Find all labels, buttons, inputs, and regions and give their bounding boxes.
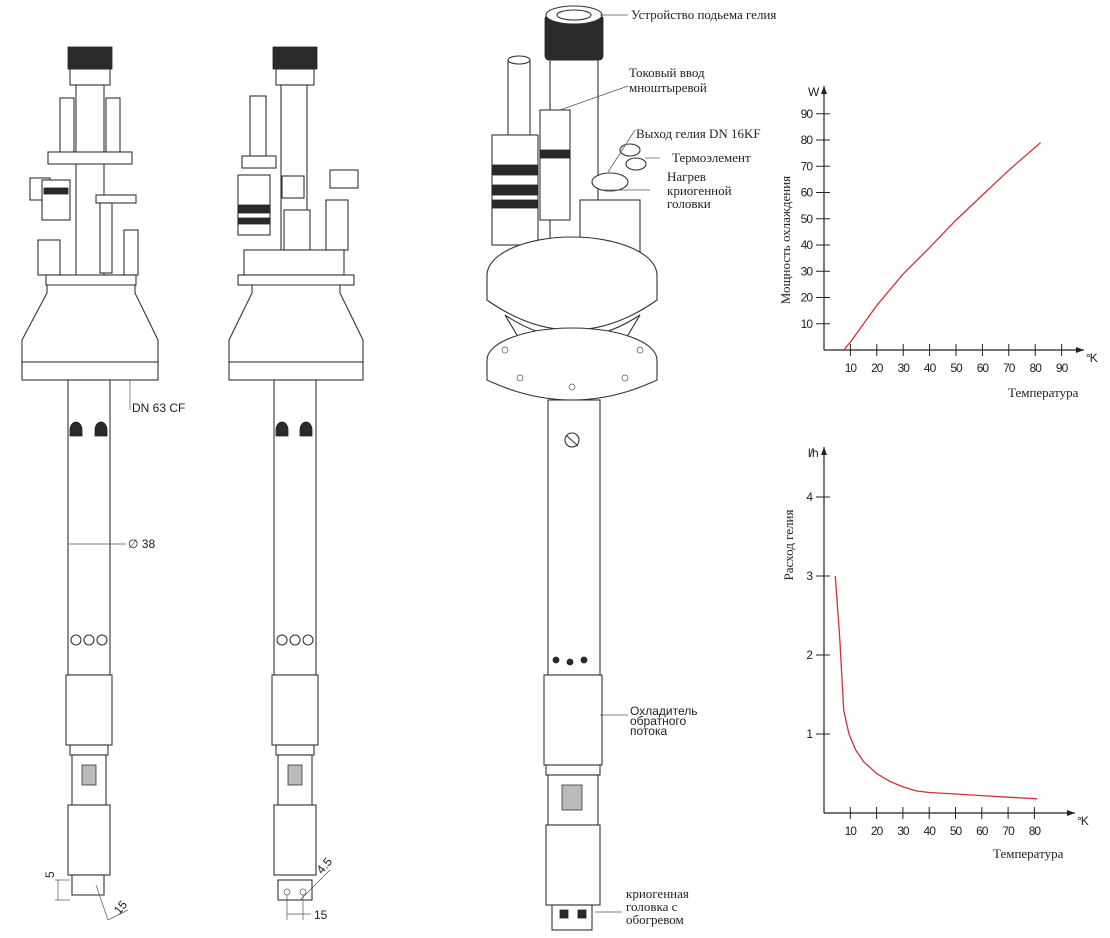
series-line bbox=[843, 142, 1041, 351]
callout-return-cooler-3: потока bbox=[630, 724, 667, 738]
x-tick-label: 20 bbox=[871, 361, 884, 375]
y-axis-title: Мощность охлаждения bbox=[778, 176, 793, 304]
y-tick-label: 20 bbox=[801, 291, 814, 305]
y-tick-label: 80 bbox=[801, 133, 814, 147]
callout-return-cooler-1: Охладитель bbox=[630, 704, 697, 718]
y-tick-label: 50 bbox=[801, 212, 814, 226]
x-tick-label: 70 bbox=[1002, 824, 1015, 838]
y-tick-label: 2 bbox=[806, 648, 813, 662]
callout-cryo-head-3: обогревом bbox=[626, 912, 684, 927]
y-tick-label: 1 bbox=[806, 727, 813, 741]
diameter-label: ∅ 38 bbox=[128, 537, 155, 551]
x-axis-title: Температура bbox=[1008, 385, 1079, 400]
x-tick-label: 40 bbox=[924, 361, 937, 375]
y-tick-label: 90 bbox=[801, 107, 814, 121]
y-tick-label: 4 bbox=[806, 490, 813, 504]
callout-current-feedthrough-1: Токовый ввод bbox=[629, 65, 705, 80]
x-unit-label: °K bbox=[1086, 351, 1098, 365]
callout-cryo-head-1: криогенная bbox=[626, 886, 689, 901]
angle-dimension-label: 15 bbox=[111, 898, 131, 917]
x-tick-label: 60 bbox=[976, 824, 989, 838]
x-axis-arrow bbox=[1067, 810, 1075, 816]
callout-helium-outlet: Выход гелия DN 16KF bbox=[636, 126, 761, 141]
y-axis-arrow bbox=[821, 447, 827, 455]
callout-current-feedthrough-2: мноштыревой bbox=[629, 80, 707, 95]
y-unit-label: l/h bbox=[808, 446, 818, 460]
hole-dimension-label: 4.5 bbox=[314, 855, 336, 877]
x-tick-label: 80 bbox=[1030, 361, 1043, 375]
y-axis-arrow bbox=[821, 86, 827, 94]
y-tick-label: 10 bbox=[801, 317, 814, 331]
flange-dn-label: DN 63 CF bbox=[132, 401, 185, 415]
callout-cryo-head-2: головка с bbox=[626, 899, 678, 914]
cooling-power-chart: 10 20 30 40 50 60 70 80 90 10 20 30 40 50 60 70 80 90 W °K Т… bbox=[778, 85, 1099, 400]
y-tick-label: 60 bbox=[801, 186, 814, 200]
y-axis-title: Расход гелия bbox=[781, 510, 796, 581]
series-line bbox=[834, 575, 1038, 800]
y-tick-label: 3 bbox=[806, 569, 813, 583]
x-tick-label: 10 bbox=[845, 361, 858, 375]
x-tick-label: 70 bbox=[1003, 361, 1016, 375]
x-axis-title: Температура bbox=[993, 846, 1064, 861]
x-unit-label: °K bbox=[1077, 814, 1089, 828]
callout-return-cooler-2: обратного bbox=[630, 714, 687, 728]
x-tick-label: 20 bbox=[871, 824, 884, 838]
side-view-drawing: 4.5 15 bbox=[228, 46, 364, 922]
callout-heater-1: Нагрев bbox=[667, 169, 706, 184]
height-dimension-label: 5 bbox=[43, 871, 57, 878]
callout-helium-lift-device: Устройство подьема гелия bbox=[631, 7, 776, 22]
callout-thermocouple: Термоэлемент bbox=[672, 150, 751, 165]
spacing-dimension-label: 15 bbox=[314, 908, 328, 922]
x-tick-label: 10 bbox=[845, 824, 858, 838]
x-tick-label: 40 bbox=[924, 824, 937, 838]
x-tick-label: 80 bbox=[1029, 824, 1042, 838]
x-tick-label: 60 bbox=[977, 361, 990, 375]
y-tick-label: 30 bbox=[801, 264, 814, 278]
callout-heater-3: головки bbox=[667, 196, 711, 211]
y-unit-label: W bbox=[808, 85, 820, 99]
isometric-view-drawing: Устройство подьема гелия Токовый ввод мн… bbox=[486, 5, 776, 931]
y-tick-label: 40 bbox=[801, 238, 814, 252]
x-tick-label: 50 bbox=[950, 361, 963, 375]
x-tick-label: 30 bbox=[898, 361, 911, 375]
x-tick-label: 30 bbox=[897, 824, 910, 838]
x-tick-label: 90 bbox=[1056, 361, 1069, 375]
x-axis-arrow bbox=[1076, 347, 1084, 353]
callout-heater-2: криогенной bbox=[667, 183, 732, 198]
y-tick-label: 70 bbox=[801, 159, 814, 173]
x-tick-label: 50 bbox=[950, 824, 963, 838]
front-view-drawing: DN 63 CF ∅ 38 5 15 bbox=[21, 46, 185, 921]
helium-consumption-chart: 10 20 30 40 50 60 70 80 1 2 3 4 l/h °K Температура Расх… bbox=[781, 446, 1090, 861]
